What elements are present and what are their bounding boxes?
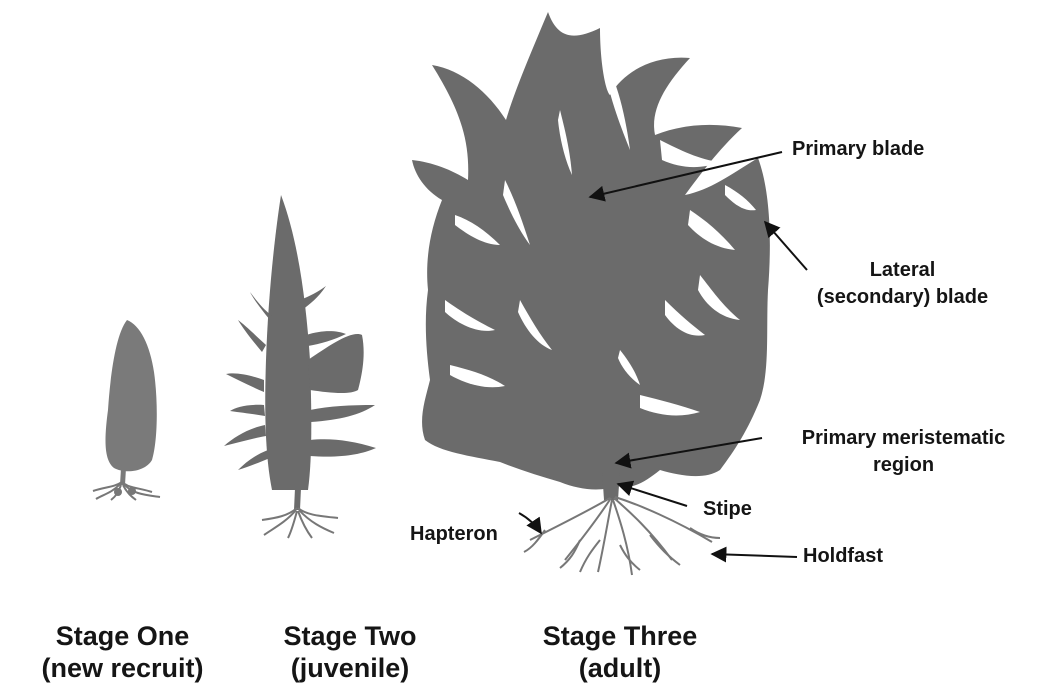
- stage-one-plant: [93, 320, 160, 500]
- stage-two-label: Stage Two (juvenile): [245, 620, 455, 684]
- stage-three-name: Stage Three: [500, 620, 740, 652]
- stage-three-holdfast: [524, 497, 720, 575]
- label-holdfast: Holdfast: [803, 543, 883, 570]
- stage-two-note: (juvenile): [245, 652, 455, 684]
- stage-one-note: (new recruit): [0, 652, 245, 684]
- stage-one-name: Stage One: [0, 620, 245, 652]
- label-primary-blade: Primary blade: [792, 136, 924, 163]
- label-lateral-blade-line1: Lateral: [790, 257, 1015, 284]
- label-lateral-blade: Lateral (secondary) blade: [790, 257, 1015, 311]
- stage-one-label: Stage One (new recruit): [0, 620, 245, 684]
- stage-two-central-blade: [265, 195, 311, 490]
- label-hapteron: Hapteron: [410, 521, 498, 548]
- label-stipe: Stipe: [703, 496, 752, 523]
- stage-two-holdfast: [262, 508, 338, 538]
- label-lateral-blade-line2: (secondary) blade: [790, 284, 1015, 311]
- label-meristematic-line2: region: [767, 452, 1040, 479]
- label-meristematic-line1: Primary meristematic: [767, 425, 1040, 452]
- stage-three-primary-blade: [412, 12, 770, 489]
- arrow-holdfast: [712, 554, 797, 557]
- stage-one-holdfast: [93, 482, 160, 500]
- stage-one-blade: [106, 320, 157, 471]
- arrow-stipe: [618, 484, 687, 506]
- stage-two-name: Stage Two: [245, 620, 455, 652]
- label-meristematic-region: Primary meristematic region: [767, 425, 1040, 479]
- arrow-hapteron: [519, 513, 541, 533]
- stage-three-label: Stage Three (adult): [500, 620, 740, 684]
- stage-two-plant: [224, 195, 376, 538]
- stage-three-stipe: [602, 470, 620, 500]
- stage-three-plant: [412, 12, 770, 575]
- stage-two-stipe: [294, 488, 301, 510]
- stage-three-note: (adult): [500, 652, 740, 684]
